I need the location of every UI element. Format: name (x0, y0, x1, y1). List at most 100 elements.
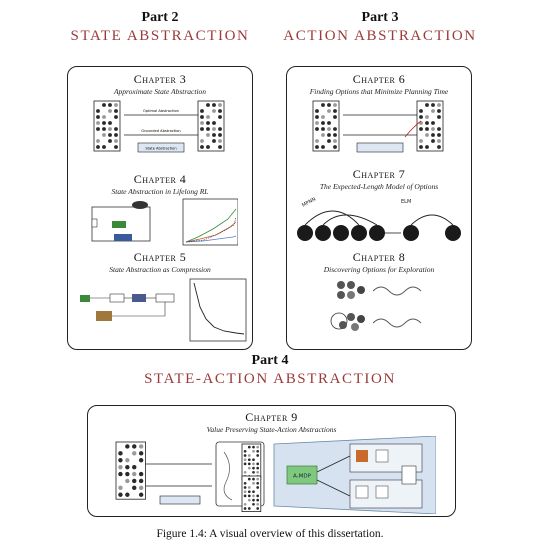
c9-module-top-icon (356, 450, 368, 462)
grid-state-node (102, 103, 106, 107)
abstract-grid-c3 (197, 100, 225, 152)
option-arrow-red (404, 120, 422, 138)
grid-state-node (200, 145, 204, 149)
abstract-grid-c6 (416, 100, 444, 152)
grid-state-node (252, 490, 255, 494)
encoder-box (109, 293, 125, 303)
grid-state-node (200, 139, 204, 143)
grid-state-node (212, 127, 216, 131)
state-graph-2 (330, 312, 365, 331)
grid-state-node (333, 133, 337, 137)
grid-state-node (132, 464, 137, 470)
chapter-8-subtitle: Discovering Options for Exploration (323, 265, 435, 274)
option-arc-elm (410, 214, 454, 226)
grid-state-node (96, 145, 100, 149)
grid-state-node (108, 127, 112, 131)
grid-state-node (138, 471, 144, 477)
grid-state-node (247, 494, 251, 498)
optimal-abstraction-text: Optimal Abstraction (143, 109, 179, 113)
grid-state-node (200, 115, 204, 119)
grid-frame (197, 100, 225, 152)
chapter-7-subtitle: The Expected-Length Model of Options (319, 182, 439, 191)
exploration-trace-2 (372, 318, 422, 328)
grid-state-node (118, 492, 123, 497)
grid-state-node (218, 145, 222, 149)
grid-state-node (243, 502, 247, 506)
grid-state-node (114, 127, 118, 131)
grid-state-node (321, 127, 325, 131)
grid-state-node (425, 103, 429, 107)
grid-state-node (118, 458, 123, 463)
ground-grid-c9 (115, 441, 147, 500)
grid-state-node (108, 133, 112, 137)
grid-state-node (315, 109, 319, 113)
grid-state-node (118, 471, 123, 477)
grid-state-node (125, 492, 130, 497)
grid-state-node (431, 133, 435, 137)
part-2-title: STATE ABSTRACTION (70, 28, 250, 44)
grid-state-node (200, 109, 204, 113)
grid-state-node (247, 462, 251, 466)
abstraction-box-blue (114, 234, 132, 241)
amdp-arrow-top (316, 455, 351, 473)
grid-state-node (118, 485, 123, 491)
grid-state-node (243, 481, 247, 485)
grid-state-node (206, 145, 210, 149)
grid-state-node (114, 109, 118, 113)
feedback-box (96, 311, 112, 321)
grid-state-node (114, 103, 118, 107)
grid-state-node (108, 109, 112, 113)
grid-state-node (218, 115, 222, 119)
grid-state-node (247, 498, 251, 502)
state-graph-1 (337, 281, 365, 299)
grid-state-node (431, 121, 435, 125)
grid-state-node (108, 121, 112, 125)
grid-state-node (125, 444, 130, 449)
grid-frame (312, 100, 340, 152)
grid-frame (241, 475, 262, 512)
grid-state-node (431, 109, 435, 113)
grid-state-node (252, 466, 255, 470)
grid-state-node (102, 145, 106, 149)
grid-state-node (247, 445, 251, 449)
grid-state-node (218, 103, 222, 107)
grid-state-node (212, 109, 216, 113)
grid-state-node (425, 121, 429, 125)
grid-state-node (252, 481, 255, 485)
grid-state-node (327, 103, 331, 107)
grid-state-node (252, 502, 255, 506)
elm-label: ELM (401, 199, 411, 205)
c9-output-box (401, 465, 417, 485)
c9-small-grid-top (241, 443, 262, 480)
state-abstraction-text: State Abstraction (145, 147, 176, 151)
grid-state-node (333, 115, 337, 119)
c9-small-grid-bottom (241, 475, 262, 512)
grid-frame (93, 100, 121, 152)
grid-state-node (256, 466, 260, 470)
grid-state-node (252, 494, 255, 498)
abstraction-box-c6 (356, 142, 404, 153)
grid-state-node (138, 451, 144, 456)
grid-state-node (108, 103, 112, 107)
environment-blob (132, 201, 148, 209)
grid-state-node (243, 486, 247, 489)
channel-box (132, 294, 146, 302)
grid-state-node (425, 127, 429, 131)
chapter-9-subtitle: Value Preserving State-Action Abstractio… (206, 425, 337, 434)
grid-state-node (118, 464, 123, 470)
grid-state-node (102, 133, 106, 137)
grid-state-node (218, 139, 222, 143)
grid-state-node (256, 502, 260, 506)
grid-state-node (419, 145, 423, 149)
chapter-3-label: Chapter 3 (133, 72, 187, 86)
grid-state-node (200, 121, 204, 125)
grid-state-node (256, 494, 260, 498)
grid-state-node (333, 109, 337, 113)
grid-state-node (333, 139, 337, 143)
grid-state-node (256, 486, 260, 489)
grid-state-node (206, 115, 210, 119)
grid-state-node (218, 109, 222, 113)
grid-state-node (96, 115, 100, 119)
grid-state-node (321, 103, 325, 107)
grid-state-node (125, 458, 130, 463)
